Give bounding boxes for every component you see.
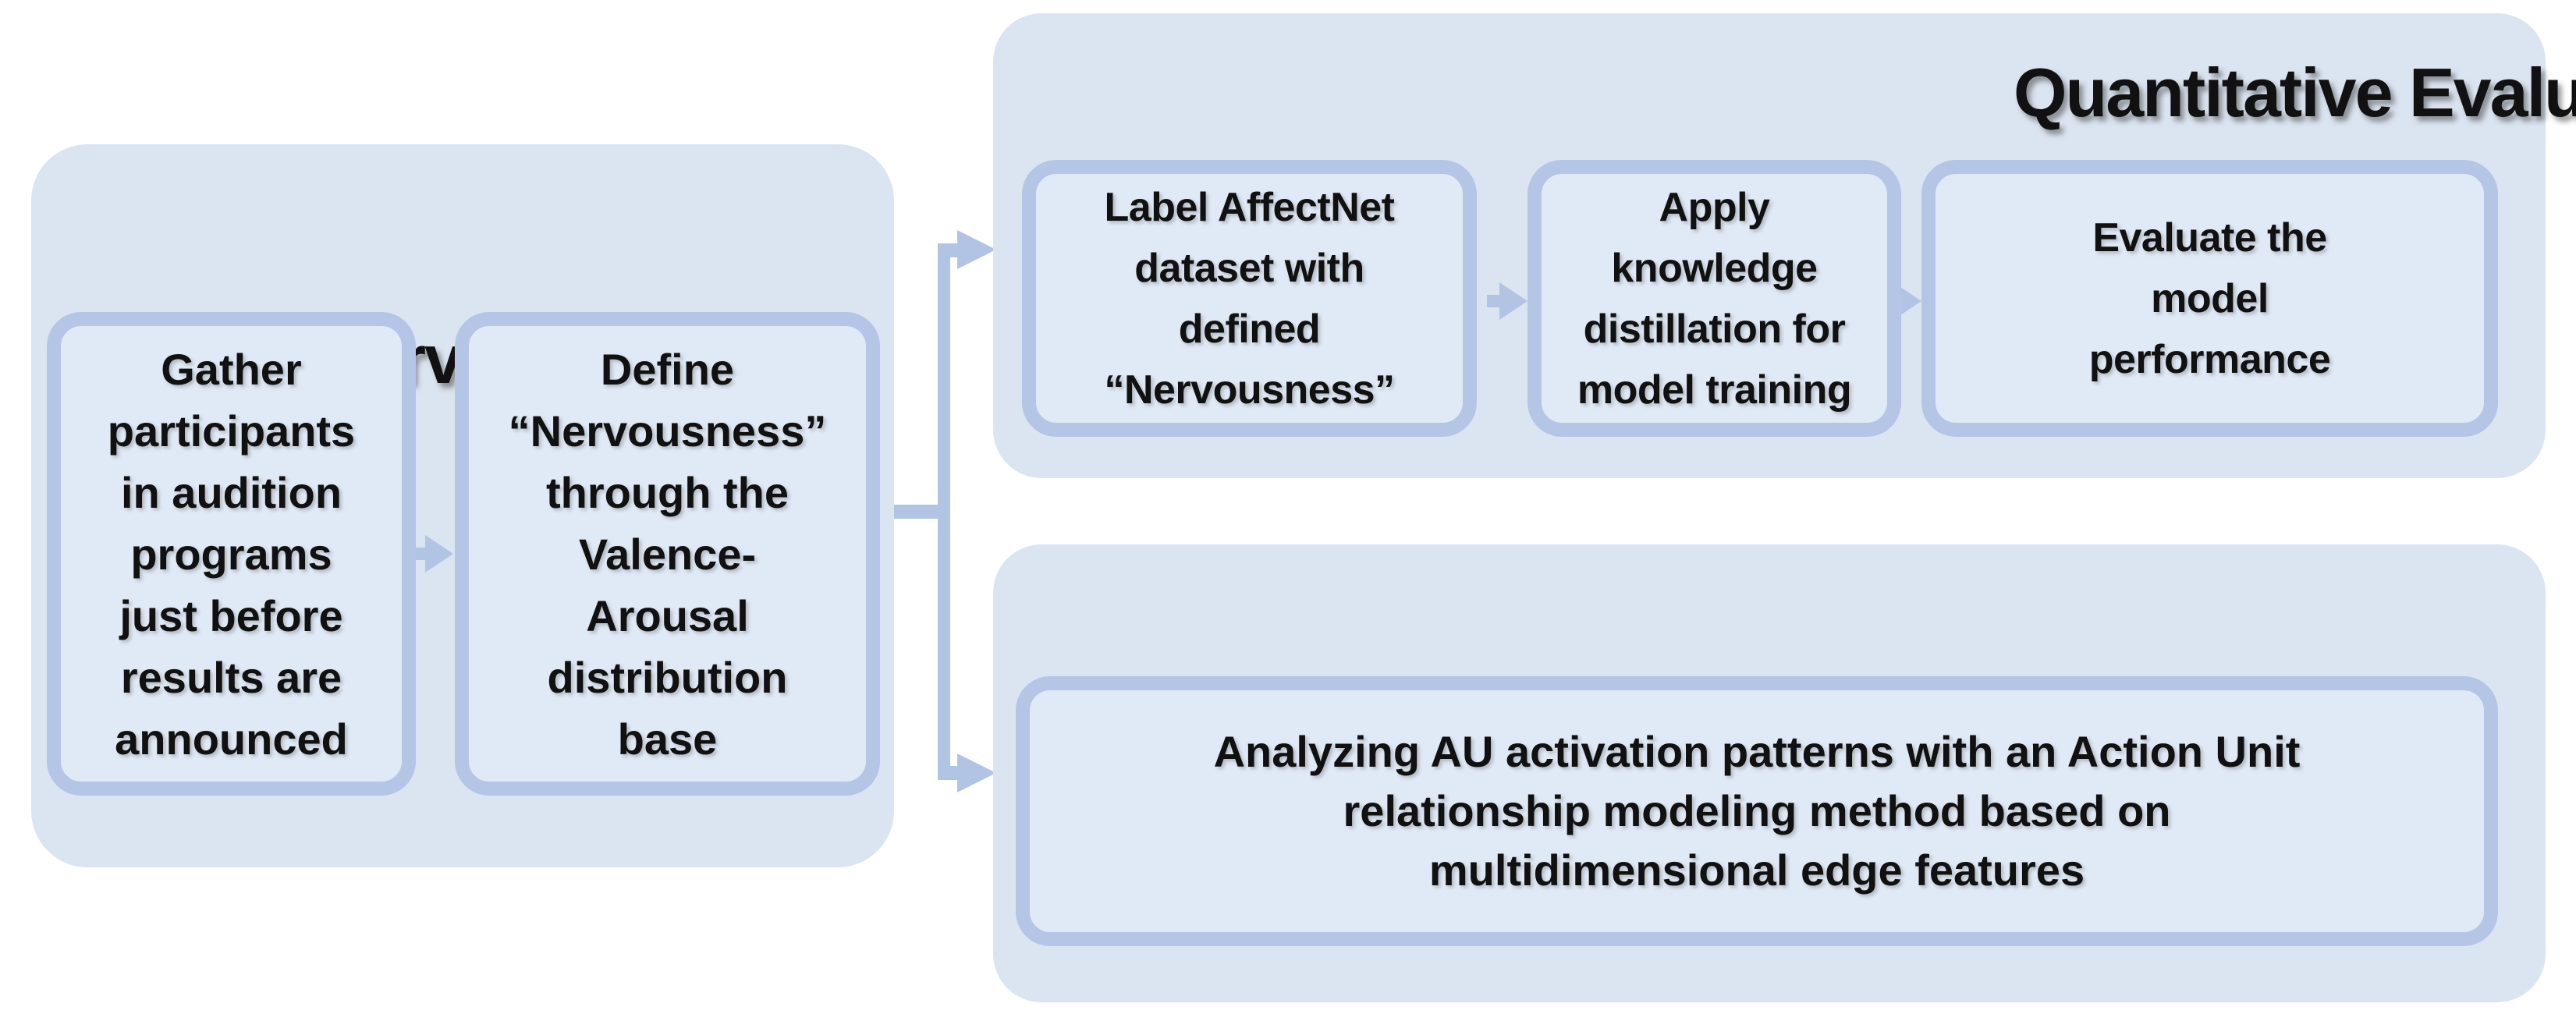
box-text-line: in audition: [120, 467, 342, 517]
box-text-line: programs: [130, 529, 332, 579]
box-text-line: participants: [107, 406, 356, 456]
step-box-knowledge-distillation: Apply knowledge distillation for model t…: [1528, 160, 1901, 437]
flow-arrow-icon: [1487, 282, 1528, 320]
box-text-line: announced: [115, 714, 348, 764]
box-text-line: Analyzing AU activation patterns with an…: [1213, 727, 2301, 776]
box-text-line: “Nervousness”: [508, 406, 827, 456]
box-text-line: base: [617, 714, 718, 764]
flow-arrow-icon: [413, 535, 453, 573]
box-text-line: relationship modeling method based on: [1343, 786, 2171, 835]
step-box-evaluate-performance: Evaluate the model performance: [1921, 160, 2498, 437]
box-text-line: distribution: [547, 652, 788, 702]
box-text-line: multidimensional edge features: [1428, 846, 2085, 895]
box-text-line: Evaluate the: [2092, 214, 2327, 261]
box-text-line: distillation for: [1583, 306, 1846, 352]
box-text-line: model: [2151, 275, 2269, 321]
panel-define-nervousness: Define Nervousness Gather participants i…: [31, 144, 894, 867]
branch-connector-icon: [894, 230, 996, 792]
box-text-line: Label AffectNet: [1104, 184, 1395, 230]
step-box-define-nervousness: Define “Nervousness” through the Valence…: [455, 312, 880, 796]
box-text-line: defined: [1178, 306, 1321, 352]
step-box-gather-participants: Gather participants in audition programs…: [47, 312, 416, 796]
box-text-line: performance: [2088, 336, 2331, 382]
box-text-line: dataset with: [1134, 245, 1364, 291]
box-text-line: through the: [545, 467, 789, 517]
box-text-line: Define: [600, 344, 735, 394]
box-text-line: knowledge: [1611, 245, 1818, 291]
box-text-line: Valence-: [578, 529, 757, 579]
box-text-line: Apply: [1659, 184, 1770, 230]
box-text-line: Arousal: [586, 590, 749, 640]
box-text-line: model training: [1577, 367, 1852, 413]
box-text-line: Gather: [161, 344, 302, 394]
panel-qualitative-evaluation: Qualitative Evaluation Analyzing AU acti…: [993, 544, 2546, 1002]
step-box-au-analysis: Analyzing AU activation patterns with an…: [1016, 676, 2498, 946]
panel-title-quantitative-evaluation: Quantitative Evaluation: [2014, 54, 2576, 131]
step-box-label-affectnet: Label AffectNet dataset with defined “Ne…: [1022, 160, 1477, 437]
box-text-line: just before: [119, 590, 343, 640]
panel-quantitative-evaluation: Quantitative Evaluation Label AffectNet …: [993, 13, 2576, 478]
box-text-line: results are: [120, 652, 342, 702]
box-text-line: “Nervousness”: [1104, 367, 1395, 413]
